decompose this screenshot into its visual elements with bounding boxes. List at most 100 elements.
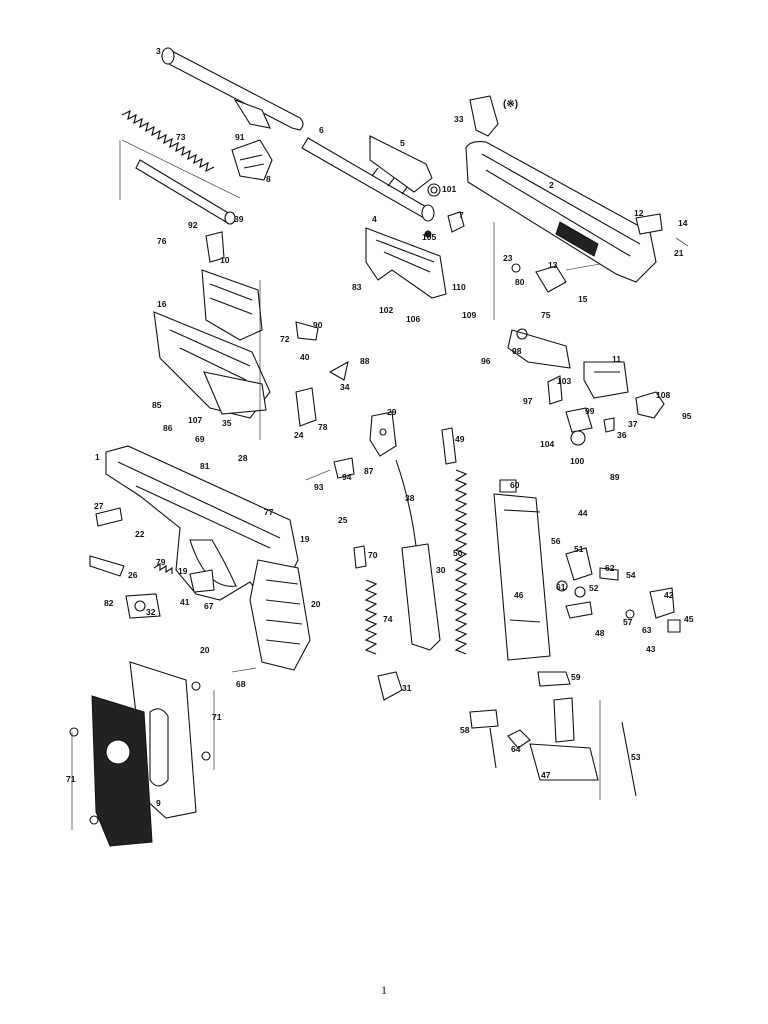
part-label-1: 1 [95, 452, 100, 462]
part-4-frame [365, 227, 447, 299]
part-label-26: 26 [128, 570, 138, 580]
part-label-88: 88 [360, 356, 370, 366]
part-label-73: 73 [176, 132, 186, 142]
part-label-92: 92 [188, 220, 198, 230]
part-label-31: 31 [402, 683, 412, 693]
part-label-30: 30 [436, 565, 446, 575]
note-mark: (※) [503, 99, 518, 110]
parts-5-101-7 [369, 135, 465, 233]
part-label-53: 53 [631, 752, 641, 762]
part-label-4: 4 [372, 214, 377, 224]
part-label-98: 98 [512, 346, 522, 356]
part-label-58: 58 [460, 725, 470, 735]
part-label-8: 8 [266, 174, 271, 184]
part-label-60: 60 [510, 480, 520, 490]
part-label-82: 82 [104, 598, 114, 608]
part-label-90: 90 [313, 320, 323, 330]
part-label-64: 64 [511, 744, 521, 754]
part-label-68: 68 [236, 679, 246, 689]
part-label-23: 23 [503, 253, 513, 263]
part-label-34: 34 [340, 382, 350, 392]
small-parts-left [89, 507, 257, 673]
slide-part [465, 95, 689, 283]
part-label-3: 3 [156, 46, 161, 56]
part-label-13: 13 [548, 260, 558, 270]
part-label-69: 69 [195, 434, 205, 444]
leader-lines [71, 140, 601, 830]
part-label-67: 67 [204, 601, 214, 611]
part-label-101: 101 [442, 184, 456, 194]
part-label-54: 54 [626, 570, 636, 580]
part-label-80: 80 [515, 277, 525, 287]
part-label-93: 93 [314, 482, 324, 492]
part-label-103: 103 [557, 376, 571, 386]
trigger-housing-group [153, 231, 349, 427]
part-label-52: 52 [589, 583, 599, 593]
part-label-47: 47 [541, 770, 551, 780]
part-label-39: 39 [234, 214, 244, 224]
part-label-49: 49 [455, 434, 465, 444]
part-label-19a: 19 [178, 566, 188, 576]
part-label-87: 87 [364, 466, 374, 476]
part-label-108: 108 [656, 390, 670, 400]
part-label-96: 96 [481, 356, 491, 366]
part-label-40: 40 [300, 352, 310, 362]
part-label-86: 86 [163, 423, 173, 433]
outer-barrel [301, 137, 435, 222]
part-label-95: 95 [682, 411, 692, 421]
part-label-62: 62 [605, 563, 615, 573]
part-label-81: 81 [200, 461, 210, 471]
part-label-51: 51 [574, 544, 584, 554]
part-label-16: 16 [157, 299, 167, 309]
part-label-11: 11 [612, 354, 621, 364]
part-label-107: 107 [188, 415, 202, 425]
part-label-72: 72 [280, 334, 290, 344]
part-label-10: 10 [220, 255, 230, 265]
parts-13-15-23 [511, 263, 601, 293]
part-label-32: 32 [146, 607, 156, 617]
hopup-chamber [507, 328, 665, 446]
part-label-75: 75 [541, 310, 551, 320]
part-label-83: 83 [352, 282, 362, 292]
part-label-61: 61 [556, 582, 566, 592]
frame-part [105, 445, 311, 671]
part-label-63: 63 [642, 625, 652, 635]
part-label-29: 29 [387, 407, 397, 417]
part-label-35: 35 [222, 418, 232, 428]
part-label-99: 99 [585, 406, 595, 416]
part-label-42: 42 [664, 590, 674, 600]
part-label-104: 104 [540, 439, 554, 449]
part-label-76: 76 [157, 236, 167, 246]
recoil-spring [121, 109, 241, 199]
part-label-109: 109 [462, 310, 476, 320]
part-label-38: 38 [405, 493, 415, 503]
part-label-14: 14 [678, 218, 688, 228]
part-label-20a: 20 [311, 599, 321, 609]
part-label-102: 102 [379, 305, 393, 315]
part-label-9: 9 [156, 798, 161, 808]
part-label-20b: 20 [200, 645, 210, 655]
part-label-77: 77 [264, 507, 274, 517]
magazine-body [493, 479, 551, 661]
part-label-33: 33 [454, 114, 464, 124]
part-label-6: 6 [319, 125, 324, 135]
part-label-37: 37 [628, 419, 638, 429]
part-label-56: 56 [551, 536, 561, 546]
part-label-12: 12 [634, 208, 644, 218]
guide-rod [135, 159, 236, 225]
mainspring-strut [395, 459, 441, 651]
part-label-71a: 71 [212, 712, 222, 722]
part-label-44: 44 [578, 508, 588, 518]
part-label-15: 15 [578, 294, 588, 304]
part-label-91: 91 [235, 132, 245, 142]
part-label-74: 74 [383, 614, 393, 624]
part-label-43: 43 [646, 644, 656, 654]
part-label-106: 106 [406, 314, 420, 324]
part-labels: 3 73 91 8 6 5 101 7 39 92 76 10 4 105 83… [66, 46, 694, 808]
left-grip [69, 695, 153, 847]
part-label-97: 97 [523, 396, 533, 406]
hammer-group [305, 411, 397, 481]
part-label-100: 100 [570, 456, 584, 466]
part-label-45: 45 [684, 614, 694, 624]
